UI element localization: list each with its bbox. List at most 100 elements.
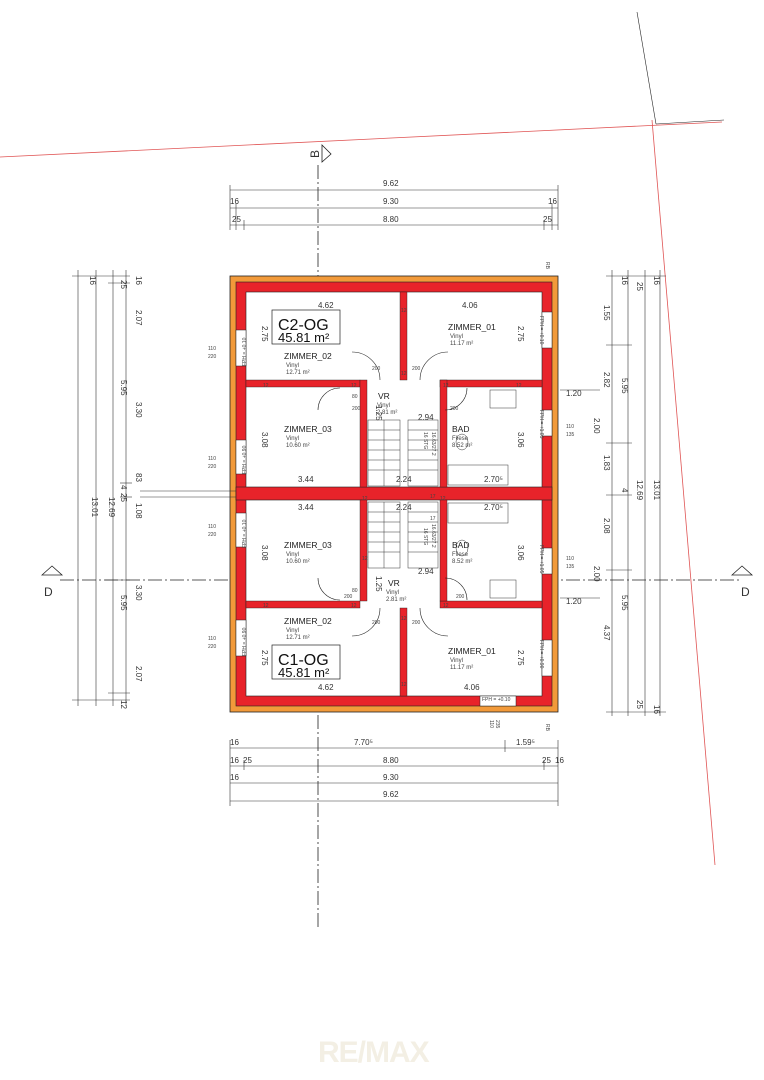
svg-text:2.81 m²: 2.81 m²: [377, 410, 397, 416]
svg-text:200: 200: [456, 594, 465, 600]
left-dimensions: [72, 270, 132, 706]
svg-text:FPH = +0.10: FPH = +0.10: [242, 519, 248, 548]
svg-text:ZIMMER_02: ZIMMER_02: [284, 616, 332, 626]
svg-text:80: 80: [352, 588, 358, 594]
svg-text:VR: VR: [388, 578, 400, 588]
right-dimensions: [560, 270, 666, 716]
svg-text:2.70⁵: 2.70⁵: [484, 503, 503, 512]
dim-top-end: 16: [548, 197, 557, 206]
svg-text:Vinyl: Vinyl: [450, 658, 463, 664]
svg-text:ZIMMER_02: ZIMMER_02: [284, 351, 332, 361]
dim-top-end: 25: [543, 215, 552, 224]
section-mark-right: D: [741, 585, 750, 599]
svg-text:3.06: 3.06: [516, 545, 525, 561]
svg-text:2.75: 2.75: [516, 650, 525, 666]
svg-text:8.52 m²: 8.52 m²: [452, 443, 472, 449]
svg-text:ZIMMER_03: ZIMMER_03: [284, 540, 332, 550]
svg-text:2.24: 2.24: [396, 503, 412, 512]
room-label: ZIMMER_02 Vinyl 12.71 m²: [284, 351, 332, 376]
dim-left-end: 16: [88, 276, 97, 285]
svg-text:12: 12: [516, 383, 522, 389]
bottom-dimensions: [229, 740, 559, 806]
unit-name: C2-OG: [278, 317, 329, 334]
svg-text:Vinyl: Vinyl: [450, 334, 463, 340]
room-label: VR Vinyl 2.81 m²: [386, 578, 406, 603]
section-d-marker-left: D: [40, 565, 64, 599]
dim-right-end: 16: [652, 276, 661, 285]
dim-left-end: 25: [119, 493, 128, 502]
svg-text:12: 12: [351, 603, 357, 609]
dim-right-window-h: 2.00: [592, 566, 601, 582]
dim-right-end: 25: [635, 700, 644, 709]
interior-dimensions: 4.62 4.06 3.44 3.44 2.24 2.24 2.70⁵ 2.70…: [260, 301, 525, 692]
dim-left-inner: 12.69: [107, 497, 116, 518]
svg-text:17: 17: [430, 494, 436, 500]
rooms-upper: ZIMMER_02 Vinyl 12.71 m² ZIMMER_01 Vinyl…: [284, 322, 496, 449]
svg-text:16.63/27.2: 16.63/27.2: [430, 432, 436, 456]
svg-text:2.75: 2.75: [260, 650, 269, 666]
dim-right-r4: 2.08: [602, 518, 611, 534]
svg-text:110: 110: [208, 636, 216, 642]
dim-right-window-h: 2.00: [592, 418, 601, 434]
svg-text:Vinyl: Vinyl: [286, 552, 299, 558]
svg-text:16 STG: 16 STG: [422, 432, 428, 449]
svg-text:4.62: 4.62: [318, 301, 334, 310]
dim-left-half: 5.95: [119, 595, 128, 611]
svg-text:ZIMMER_03: ZIMMER_03: [284, 424, 332, 434]
svg-text:Vinyl: Vinyl: [286, 363, 299, 369]
room-label: BAD Fliese 8.52 m²: [452, 424, 472, 449]
dim-right-overall: 13.01: [652, 480, 661, 501]
svg-text:FPH = +0.90: FPH = +0.90: [242, 445, 248, 474]
room-label: ZIMMER_01 Vinyl 11.17 m²: [448, 322, 496, 347]
watermark: RE/MAX: [318, 1036, 430, 1069]
svg-text:FPH = +1.05: FPH = +1.05: [538, 410, 544, 439]
svg-text:Fliese: Fliese: [452, 552, 469, 558]
svg-text:ZIMMER_01: ZIMMER_01: [448, 322, 496, 332]
svg-text:Vinyl: Vinyl: [286, 628, 299, 634]
svg-text:135: 135: [566, 564, 575, 570]
room-label: BAD Fliese 8.52 m²: [452, 540, 472, 565]
unit-label-c1: C1-OG 45.81 m²: [271, 644, 341, 680]
svg-text:2.75: 2.75: [260, 326, 269, 342]
svg-text:110: 110: [208, 456, 216, 462]
stair-labels: 16 STG 16.63/27.2 16 STG 16.63/27.2 RB R…: [422, 262, 550, 732]
svg-text:3.08: 3.08: [260, 545, 269, 561]
svg-text:4.06: 4.06: [464, 683, 480, 692]
dim-bottom-end: 25: [542, 756, 551, 765]
svg-text:110: 110: [566, 556, 574, 562]
svg-text:200: 200: [412, 620, 421, 626]
svg-text:12.71 m²: 12.71 m²: [286, 370, 310, 376]
svg-text:17: 17: [430, 516, 436, 522]
dim-bottom-d2: 1.59⁵: [516, 738, 535, 747]
top-dimensions: [229, 185, 559, 230]
svg-text:220: 220: [208, 644, 217, 650]
svg-text:220: 220: [208, 354, 217, 360]
svg-text:FPH = +0.10: FPH = +0.10: [482, 697, 511, 703]
dim-left-h1: 2.07: [134, 666, 143, 682]
dim-left-end: 25: [119, 280, 128, 289]
parapet-labels: FPH = +0.10 FPH = +0.90 FPH = +0.10 FPH …: [242, 316, 544, 703]
svg-text:200: 200: [372, 366, 381, 372]
svg-text:12: 12: [263, 603, 269, 609]
dim-bottom-end: 25: [243, 756, 252, 765]
dim-bottom-overall: 9.62: [383, 790, 399, 799]
dim-right-end: 16: [620, 276, 629, 285]
svg-text:220: 220: [208, 464, 217, 470]
dim-left-end: 12: [119, 700, 128, 709]
svg-text:RB: RB: [544, 262, 550, 270]
rooms-lower: ZIMMER_03 Vinyl 10.60 m² BAD Fliese 8.52…: [284, 540, 496, 671]
svg-text:FPH = +1.05: FPH = +1.05: [538, 545, 544, 574]
dim-bottom-end: 16: [555, 756, 564, 765]
dim-top-overall: 9.62: [383, 179, 399, 188]
dim-right-window: 1.20: [566, 389, 582, 398]
svg-text:Fliese: Fliese: [452, 436, 469, 442]
svg-text:3.44: 3.44: [298, 475, 314, 484]
svg-text:200: 200: [352, 406, 361, 412]
svg-text:12: 12: [401, 682, 407, 688]
svg-text:12: 12: [443, 603, 449, 609]
svg-text:235: 235: [494, 720, 500, 729]
svg-text:10.60 m²: 10.60 m²: [286, 443, 310, 449]
dim-left-h1: 2.07: [134, 310, 143, 326]
svg-text:2.24: 2.24: [396, 475, 412, 484]
svg-text:FPH = +0.10: FPH = +0.10: [242, 337, 248, 366]
